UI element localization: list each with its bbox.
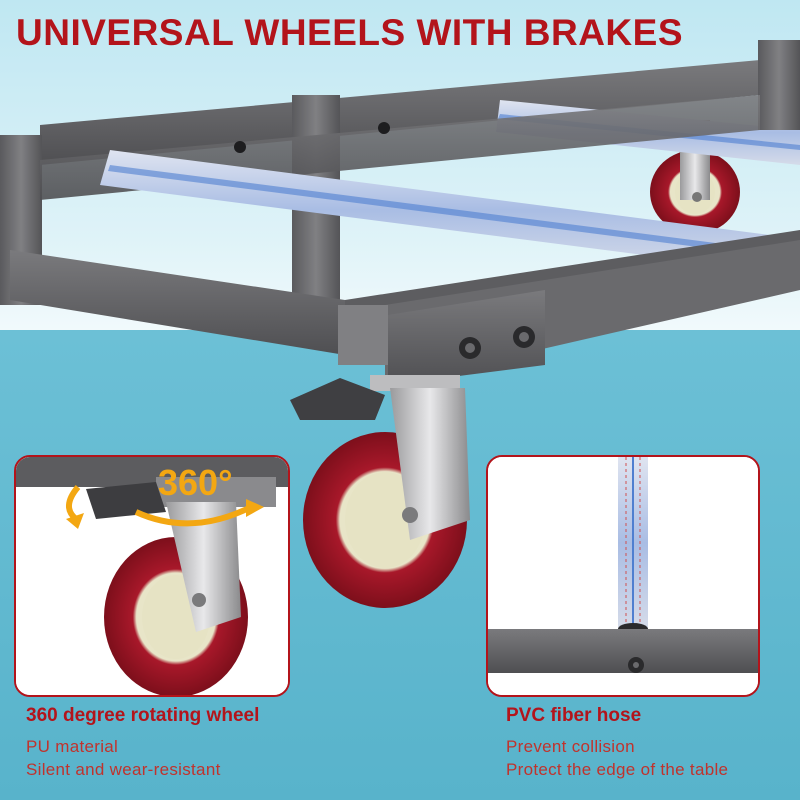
left-caption-title: 360 degree rotating wheel <box>26 705 260 726</box>
left-caption-line: PU material <box>26 737 119 756</box>
caster-wheel-icon: 360° <box>16 457 288 695</box>
rotating-wheel-panel: 360° <box>14 455 290 697</box>
left-caption: 360 degree rotating wheel PU material Si… <box>26 705 259 780</box>
rotation-label: 360° <box>158 462 232 503</box>
front-caster <box>290 375 470 608</box>
page-title: UNIVERSAL WHEELS WITH BRAKES <box>16 12 684 53</box>
right-caption-line: Prevent collision <box>506 737 635 756</box>
pvc-hose-illustration <box>488 457 758 695</box>
brake-pedal-icon <box>290 378 385 420</box>
pvc-hose-panel <box>486 455 760 697</box>
right-caption-title: PVC fiber hose <box>506 705 642 726</box>
left-caption-line: Silent and wear-resistant <box>26 760 221 779</box>
right-caption: PVC fiber hose Prevent collision Protect… <box>506 705 728 780</box>
right-caption-line: Protect the edge of the table <box>506 760 729 779</box>
